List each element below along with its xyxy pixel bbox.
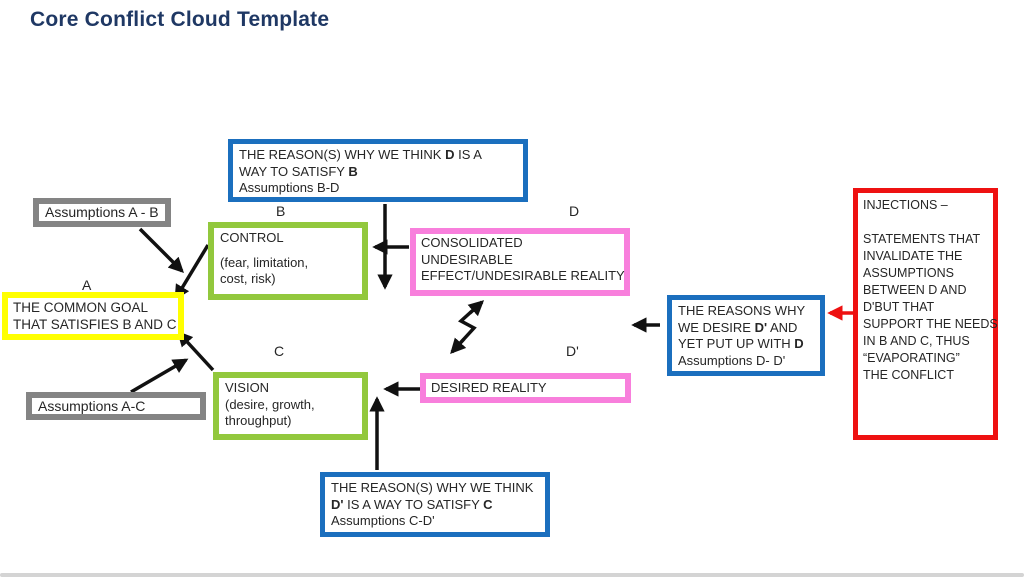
control-box: CONTROL(fear, limitation,cost, risk) — [208, 222, 368, 300]
slide-bottom-edge — [0, 573, 1024, 577]
vision-box: VISION(desire, growth,throughput) — [213, 372, 368, 440]
assumptions-a-b-text: Assumptions A - B — [45, 204, 159, 220]
node-label-b: B — [276, 203, 286, 219]
conflict-zigzag-head-bottom — [450, 337, 467, 355]
arrow-vision-to-goal — [177, 330, 215, 372]
assumptions-a-c-box: Assumptions A-C — [26, 392, 206, 420]
node-label-a: A — [82, 277, 92, 293]
assumptions-a-c-text: Assumptions A-C — [38, 398, 146, 414]
node-label-d-prime: D' — [566, 343, 579, 359]
node-label-c: C — [274, 343, 285, 359]
arrow-assumptions-ac-to-goal — [130, 358, 189, 394]
conflict-zigzag-head-top — [467, 300, 485, 317]
desired-reality-text: DESIRED REALITY — [431, 380, 547, 395]
desired-reality-box: DESIRED REALITY — [420, 373, 631, 403]
page-title: Core Conflict Cloud Template — [30, 8, 330, 31]
node-label-d: D — [569, 203, 580, 219]
arrow-control-to-goal — [174, 244, 210, 301]
conflict-zigzag — [450, 300, 484, 354]
arrow-assumptions-ab-to-goal — [138, 227, 184, 273]
assumptions-a-b-box: Assumptions A - B — [33, 198, 171, 227]
